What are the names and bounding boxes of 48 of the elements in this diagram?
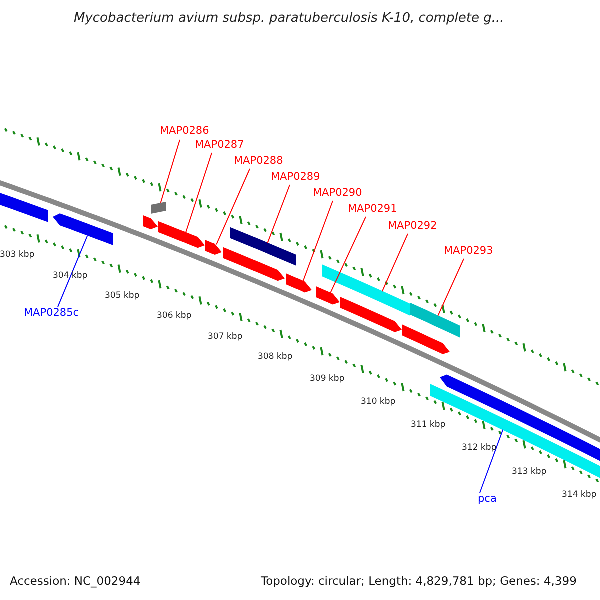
leader-line bbox=[382, 234, 408, 292]
scale-label: 303 kbp bbox=[0, 251, 35, 260]
gene-feature bbox=[402, 324, 450, 354]
gene-feature bbox=[410, 302, 460, 338]
gene-label: MAP0287 bbox=[195, 140, 244, 150]
gene-label: MAP0289 bbox=[271, 172, 320, 182]
gene-feature bbox=[316, 286, 340, 305]
scale-label: 307 kbp bbox=[208, 333, 243, 342]
genome-info-text: Topology: circular; Length: 4,829,781 bp; Genes: 4,399 bbox=[261, 576, 577, 588]
scale-label: 309 kbp bbox=[310, 375, 345, 384]
scale-label: 305 kbp bbox=[105, 292, 140, 300]
gene-label: MAP0292 bbox=[388, 221, 438, 232]
leader-line bbox=[58, 235, 88, 308]
gene-feature bbox=[340, 296, 402, 332]
gene-feature bbox=[223, 247, 285, 282]
gene-label: MAP0291 bbox=[348, 204, 398, 214]
leader-line bbox=[186, 152, 212, 234]
gene-feature bbox=[53, 214, 113, 246]
gene-feature bbox=[230, 227, 296, 266]
leader-line bbox=[438, 258, 464, 316]
scale-label: 312 kbp bbox=[462, 444, 497, 452]
gene-feature bbox=[286, 274, 312, 293]
leader-line bbox=[330, 216, 366, 294]
scale-label: 310 kbp bbox=[361, 398, 396, 406]
gene-label: MAP0288 bbox=[234, 156, 284, 166]
accession-text: Accession: NC_002944 bbox=[10, 576, 141, 588]
leader-line bbox=[267, 184, 290, 244]
gene-label: MAP0285c bbox=[24, 308, 80, 318]
scale-label: 308 kbp bbox=[258, 353, 293, 362]
gene-feature bbox=[322, 264, 410, 316]
gene-feature bbox=[205, 240, 222, 255]
leader-line bbox=[302, 200, 334, 282]
scale-label: 306 kbp bbox=[157, 312, 192, 320]
gene-label: MAP0286 bbox=[160, 126, 210, 136]
scale-label: 313 kbp bbox=[512, 468, 547, 476]
gene-feature bbox=[143, 215, 158, 230]
scale-label: 314 kbp bbox=[562, 491, 597, 500]
leader-line bbox=[160, 140, 180, 204]
scale-label: 311 kbp bbox=[411, 421, 446, 430]
gene-feature bbox=[158, 221, 205, 248]
gene-label: MAP0290 bbox=[313, 188, 362, 198]
title: Mycobacterium avium subsp. paratuberculosis K-10, complete g... bbox=[74, 12, 504, 25]
leader-line bbox=[480, 429, 504, 494]
leader-line bbox=[216, 168, 250, 246]
gene-label: pca bbox=[478, 494, 497, 504]
scale-label: 304 kbp bbox=[53, 272, 88, 280]
gene-label: MAP0293 bbox=[444, 246, 494, 256]
gene-block bbox=[151, 202, 166, 214]
